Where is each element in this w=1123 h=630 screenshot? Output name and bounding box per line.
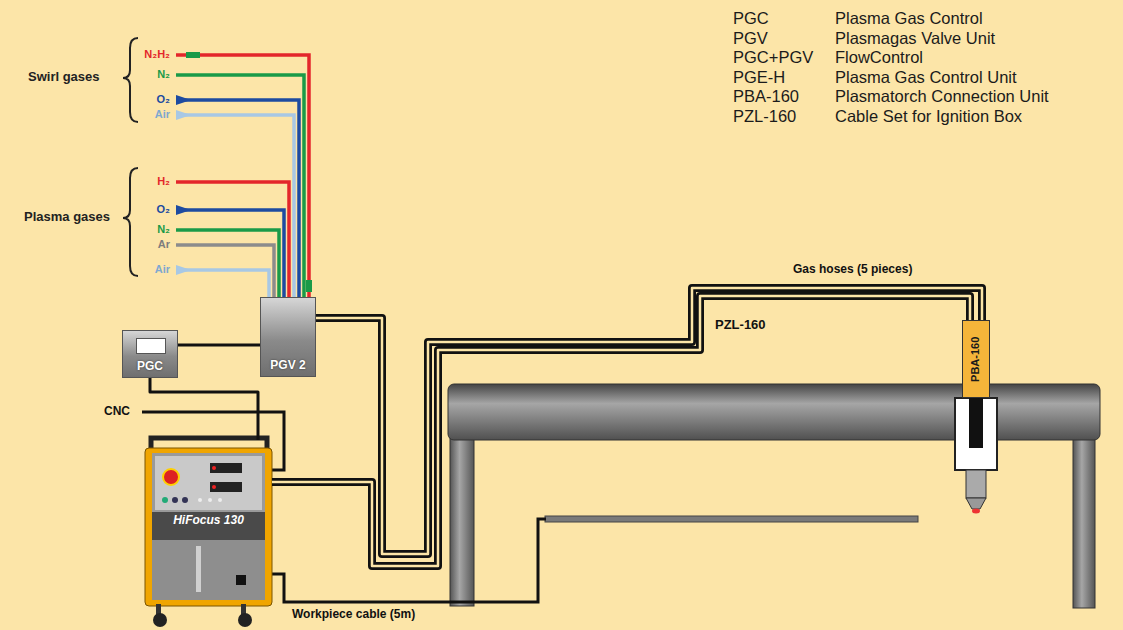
display [210,463,242,473]
machine-wheel [153,613,167,627]
group-label: Swirl gases [28,70,100,85]
gas-line [176,100,299,297]
control-knob [198,498,202,502]
workpiece [545,516,918,522]
legend-abbreviation: PBA-160 [733,87,799,106]
legend-abbreviation: PGC+PGV [733,48,813,67]
gantry-leg [1073,438,1095,608]
gas-fitting [306,280,312,292]
gas-name: Air [90,263,170,276]
hose-bundle [272,296,970,566]
group-brace [123,38,138,122]
control-knob [208,498,212,502]
power-source: HiFocus 130 [145,440,272,606]
cable-label: Gas hoses (5 pieces) [790,263,915,277]
group-label: Plasma gases [24,210,110,225]
vent-slot [196,546,201,592]
group-brace [123,168,138,276]
gas-name: Ar [90,238,170,251]
gantry-leg [450,438,474,606]
gas-line [176,245,274,297]
control-knob [218,498,222,502]
connector-group [178,345,260,346]
legend-description: Cable Set for Ignition Box [835,107,1022,126]
node-label: PGV 2 [270,359,305,373]
gas-line [176,75,304,297]
display-digit [212,485,216,489]
display-screen [136,338,166,354]
torch-holder [955,398,997,470]
control-knob [182,497,188,503]
node-label: PGC [137,360,163,374]
regulator-symbol [176,95,188,105]
connector-group [150,378,258,440]
cable-label: Workpiece cable (5m) [292,608,415,622]
connector-group [272,296,970,566]
power-switch [236,575,246,585]
signal-label: CNC [104,405,130,419]
control-knob [162,497,168,503]
gas-name: H₂ [90,175,170,188]
gas-name: N₂H₂ [90,48,170,61]
torch-cone [966,498,986,509]
control-knob [172,497,178,503]
machine-wheel [238,613,252,627]
gas-name: O₂ [90,203,170,216]
hose-core [316,288,982,554]
control-box: PGC [122,330,178,378]
legend-abbreviation: PGC [733,9,769,28]
legend-description: Plasma Gas Control [835,9,983,28]
hose-bundle [316,288,982,554]
legend-abbreviation: PGV [733,29,768,48]
legend-description: Plasmagas Valve Unit [835,29,995,48]
display-digit [212,466,216,470]
gas-line [176,230,279,297]
connector-group [316,288,982,554]
torch-nozzle [966,470,986,498]
gas-name: Air [90,108,170,121]
machine-lower-panel [152,540,265,600]
control-panel [155,456,262,510]
emergency-button [163,469,179,485]
machine-body [152,453,265,600]
gas-line [176,115,294,297]
gas-line [176,55,309,297]
gas-fitting [186,52,200,58]
regulator-symbol [176,205,188,215]
gas-line [176,270,269,297]
legend-description: Plasmatorch Connection Unit [835,87,1049,106]
machine-frame [145,448,272,606]
torch-connection-unit: PBA-160 [962,320,990,398]
valve-unit-box: PGV 2 [260,297,316,377]
workpiece-cable [272,519,546,602]
regulator-symbol [176,110,188,120]
control-cable [178,344,260,347]
gas-name: N₂ [90,68,170,81]
regulator-symbol [176,265,188,275]
node-label: HiFocus 130 [173,514,244,528]
gas-line [176,182,289,297]
legend-description: FlowControl [835,48,923,67]
legend-abbreviation: PGE-H [733,68,785,87]
cable-label: PZL-160 [712,318,769,333]
hose-core [272,296,970,566]
display [210,482,242,492]
control-cable [150,378,258,440]
gantry-beam [448,384,1100,440]
name-band [152,512,265,540]
torch-tip [972,509,980,514]
gas-name: O₂ [90,93,170,106]
torch-body [969,398,983,448]
legend-abbreviation: PZL-160 [733,107,796,126]
gas-name: N₂ [90,223,170,236]
node-label: PBA-160 [970,336,983,381]
gas-line [176,210,284,297]
legend-description: Plasma Gas Control Unit [835,68,1017,87]
